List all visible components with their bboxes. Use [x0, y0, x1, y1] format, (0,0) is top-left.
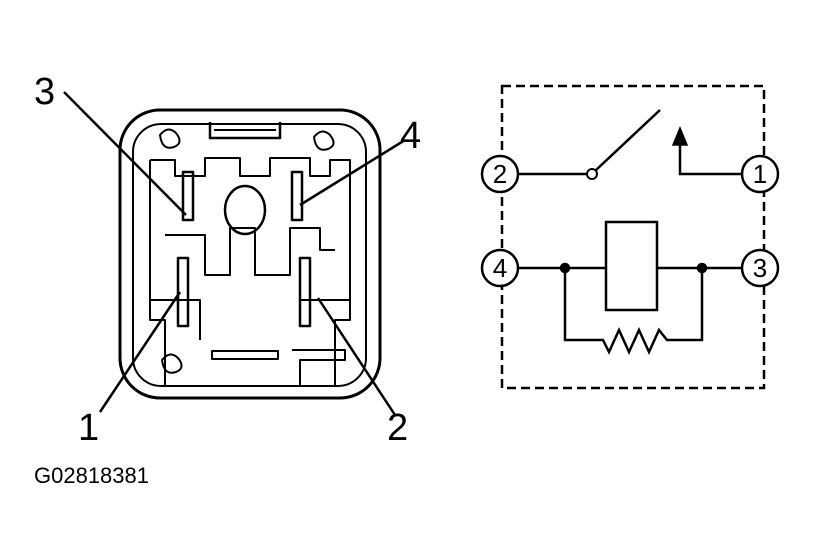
leader-1 — [98, 291, 182, 413]
pin-2-circle — [480, 154, 520, 194]
relay-connector-view — [63, 91, 406, 416]
bottom-key — [292, 349, 346, 385]
relay-coil — [604, 220, 659, 312]
schematic-pins — [480, 154, 780, 288]
leader-4 — [299, 138, 406, 207]
mounting-boss-bottom-left — [161, 353, 183, 374]
switch-pivot — [586, 168, 598, 180]
terminal-slot-4 — [290, 170, 304, 222]
terminal-slot-1 — [176, 256, 190, 328]
pin-4-label: 4 — [493, 253, 507, 283]
mounting-boss-top-right — [313, 130, 335, 151]
contact-arrow — [671, 126, 689, 146]
callout-2: 2 — [387, 407, 408, 449]
figure-id: G02818381 — [34, 463, 149, 488]
switch-arm — [595, 109, 661, 171]
resistor-branch — [563, 268, 704, 356]
relay-housing-boundary — [500, 84, 766, 390]
pin-2-label: 2 — [493, 159, 507, 189]
callout-3: 3 — [34, 71, 55, 113]
pin-3-label: 3 — [753, 253, 767, 283]
pin-1-label: 1 — [753, 159, 767, 189]
callout-1: 1 — [78, 407, 99, 449]
callout-leaders — [63, 91, 406, 416]
center-boss — [223, 184, 267, 236]
relay-schematic — [500, 84, 766, 390]
cavity-outline — [149, 157, 351, 385]
terminal-slot-3 — [181, 170, 195, 222]
mounting-boss-top-left — [159, 128, 181, 149]
contact-wire — [678, 140, 742, 176]
leader-2 — [316, 297, 397, 416]
leader-3 — [63, 91, 187, 216]
bottom-slot — [211, 350, 279, 360]
relay-body-inner — [132, 123, 367, 387]
terminal-slot-2 — [298, 256, 312, 328]
latch-tab — [208, 122, 282, 140]
callout-4: 4 — [400, 115, 421, 157]
pin-4-circle — [480, 248, 520, 288]
relay-body-outer — [118, 108, 382, 400]
pin-1-circle — [740, 154, 780, 194]
pin-3-circle — [740, 248, 780, 288]
